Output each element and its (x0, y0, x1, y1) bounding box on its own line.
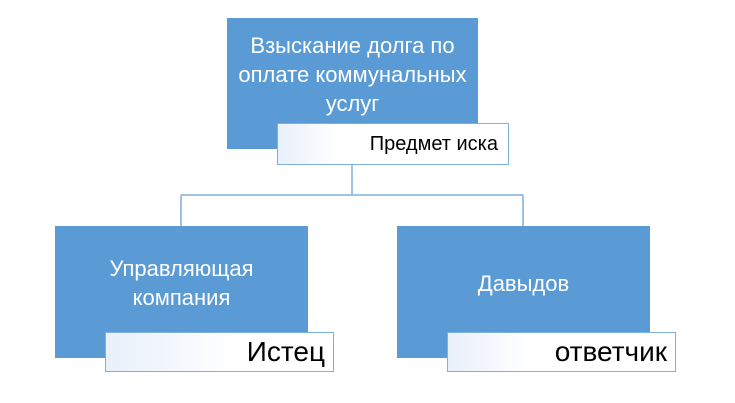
left-role-text: Истец (246, 336, 325, 367)
right-node-title: Давыдов (477, 270, 570, 296)
left-node-title: Управляющая компания (109, 256, 254, 310)
root-node-title: Взыскание долга по оплате коммунальных у… (238, 33, 467, 116)
root-node: Взыскание долга по оплате коммунальных у… (227, 18, 478, 149)
right-role-label: ответчик (447, 332, 676, 372)
root-role-fade (278, 124, 338, 164)
left-role-label: Истец (105, 332, 334, 372)
left-role-fade (106, 333, 236, 371)
root-role-label: Предмет иска (277, 123, 509, 165)
root-role-text: Предмет иска (369, 132, 498, 155)
right-role-text: ответчик (554, 336, 667, 367)
right-role-fade (448, 333, 528, 371)
